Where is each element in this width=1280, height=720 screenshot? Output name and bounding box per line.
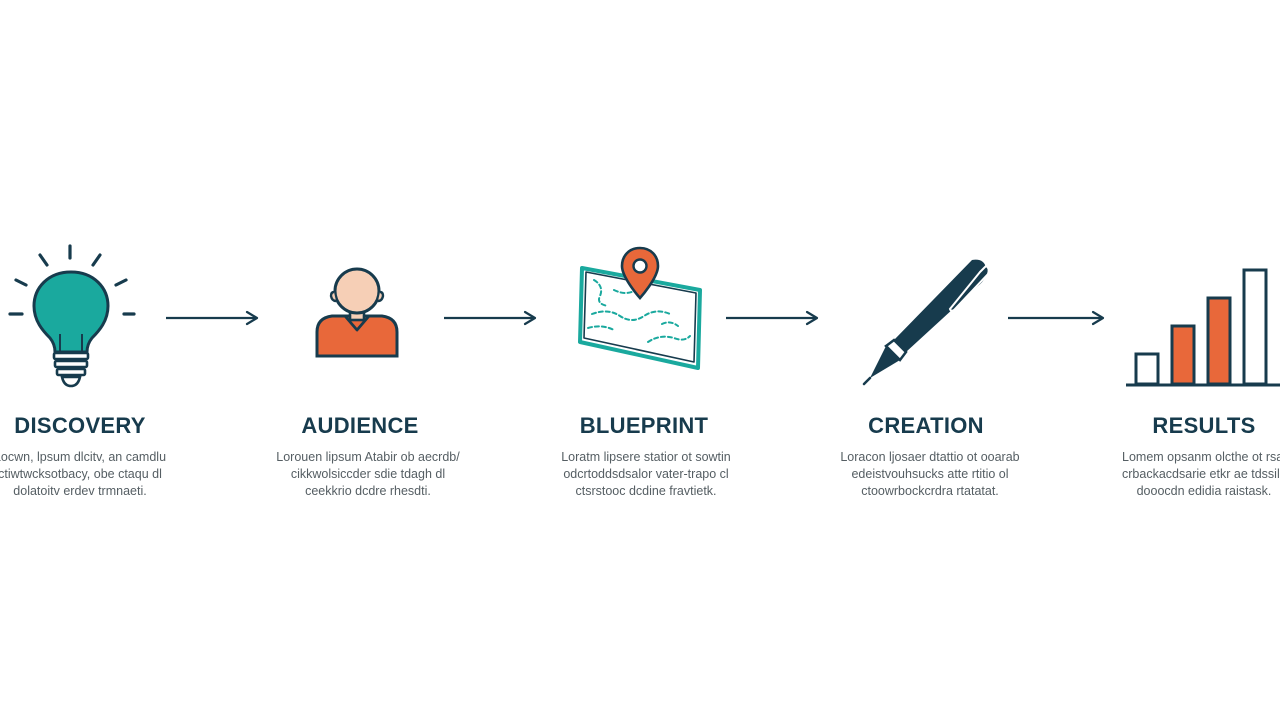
map-pin-icon — [574, 244, 706, 376]
desc-line: ctsrstooc dcdine fravtietk. — [575, 484, 717, 498]
step-title-results: RESULTS — [1152, 413, 1256, 438]
desc-line: Lomem opsanm olcthe ot rsal — [1122, 450, 1280, 464]
desc-line: Locwn, lpsum dlcitv, an camdlu — [0, 450, 167, 464]
pen-icon — [860, 252, 996, 388]
desc-line: ctoowrbockcrdra rtatatat. — [861, 484, 999, 498]
desc-line: ceekkrio dcdre rhesdti. — [305, 484, 431, 498]
desc-line: dolatoitv erdev trmnaeti. — [13, 484, 147, 498]
step-description-audience: Lorouen lipsum Atabir ob aecrdb/ cikkwol… — [258, 449, 478, 500]
desc-line: Loratm lipsere statior ot sowtin — [561, 450, 731, 464]
desc-line: Loracon ljosaer dtattio ot ooarab — [840, 450, 1020, 464]
step-description-results: Lomem opsanm olcthe ot rsal crbackacdsar… — [1094, 449, 1280, 500]
desc-line: cikkwolsiccder sdie tdagh dl — [290, 467, 446, 481]
bar-chart-icon — [1124, 266, 1280, 390]
arrow-right-icon — [1008, 306, 1106, 330]
arrow-right-icon — [726, 306, 820, 330]
desc-line: crbackacdsarie etkr ae tdssilk — [1122, 467, 1280, 481]
desc-line: dooocdn edidia raistask. — [1136, 484, 1272, 498]
person-icon — [312, 266, 402, 362]
step-title-audience: AUDIENCE — [301, 413, 419, 438]
step-description-discovery: Locwn, lpsum dlcitv, an camdlu ctiwtwcks… — [0, 449, 190, 500]
arrow-right-icon — [166, 306, 260, 330]
desc-line: Lorouen lipsum Atabir ob aecrdb/ — [276, 450, 460, 464]
step-title-discovery: DISCOVERY — [14, 413, 146, 438]
step-description-blueprint: Loratm lipsere statior ot sowtin odcrtod… — [536, 449, 756, 500]
arrow-right-icon — [444, 306, 538, 330]
step-description-creation: Loracon ljosaer dtattio ot ooarab edeist… — [820, 449, 1040, 500]
desc-line: ctiwtwcksotbacy, obe ctaqu dl — [0, 467, 162, 481]
desc-line: odcrtoddsdsalor vater-trapo cl — [563, 467, 729, 481]
step-title-blueprint: BLUEPRINT — [579, 413, 709, 438]
desc-line: edeistvouhsucks atte rtitio ol — [851, 467, 1009, 481]
lightbulb-icon — [2, 240, 142, 392]
step-title-creation: CREATION — [868, 413, 984, 438]
